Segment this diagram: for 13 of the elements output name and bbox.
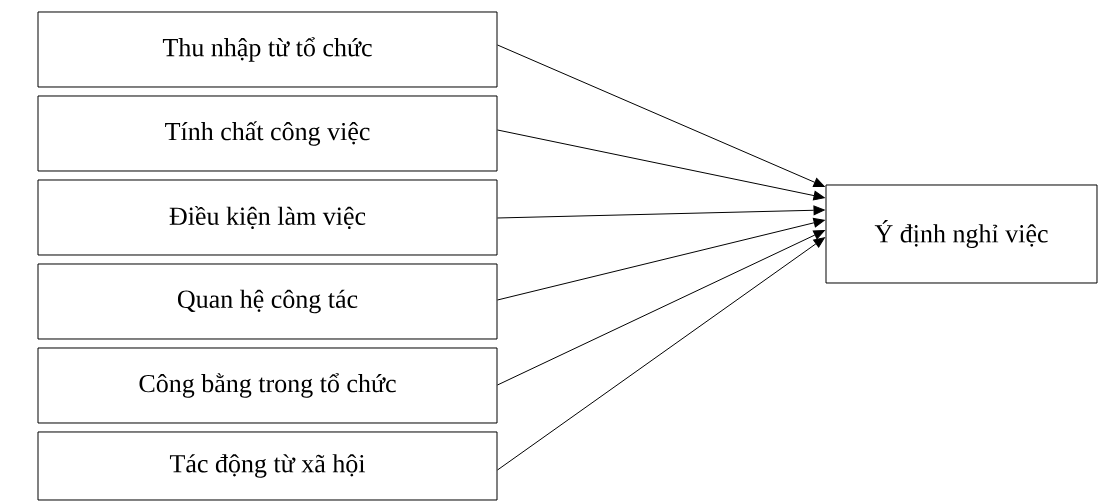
text-box: Điều kiện làm việc <box>37 179 498 256</box>
text-box: Tác động từ xã hội <box>37 431 498 501</box>
arrow <box>497 44 825 187</box>
text-box: Quan hệ công tác <box>37 263 498 340</box>
text-box: Công bằng trong tổ chức <box>37 347 498 424</box>
text-box: Thu nhập từ tổ chức <box>37 11 498 88</box>
arrow <box>497 237 825 471</box>
text-box: Tính chất công việc <box>37 95 498 172</box>
arrow <box>497 217 825 301</box>
arrow <box>497 230 825 386</box>
arrow <box>497 205 825 219</box>
arrow <box>497 129 825 201</box>
text-box: Ý định nghỉ việc <box>825 184 1098 284</box>
